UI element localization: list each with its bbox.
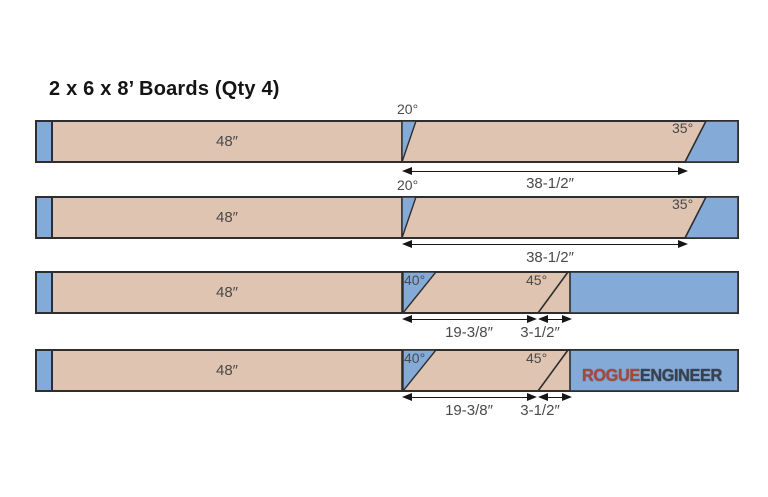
board-2-kerf-triangle-20deg <box>401 196 417 239</box>
arrowhead-left-icon <box>538 315 548 323</box>
board-4-45deg-cut-line <box>537 349 569 392</box>
board-1-end-angle-label: 35° <box>672 120 694 136</box>
board-4-kerf-angle-label: 40° <box>404 350 426 366</box>
board-2-end-angle-label: 35° <box>672 196 694 212</box>
board-2-graphic <box>35 196 739 239</box>
board-1-graphic <box>35 120 739 163</box>
board-3-end-angle-label: 45° <box>526 272 548 288</box>
board-3-dim-label-1: 19-3/8″ <box>445 324 493 341</box>
dimension-line <box>409 396 530 399</box>
board-2-kerf-angle-label: 20° <box>397 177 419 193</box>
board-1-kerf-angle-label: 20° <box>397 101 419 117</box>
dimension-line <box>409 318 530 321</box>
board-3-graphic <box>35 271 739 314</box>
board-3-length-label: 48″ <box>216 284 238 301</box>
board-4-kerf-triangle-40deg <box>402 349 438 392</box>
board-3-dim-arrow-1 <box>402 315 537 324</box>
arrowhead-right-icon <box>527 315 537 323</box>
board-4-dim-label-2: 3-1/2″ <box>520 402 560 419</box>
board-3-kerf-angle-label: 40° <box>404 272 426 288</box>
arrowhead-right-icon <box>678 240 688 248</box>
logo-text-rogue: ROGUE <box>582 365 640 385</box>
dimension-line <box>409 243 681 246</box>
dimension-line <box>545 396 565 399</box>
logo-text-engineer: ENGINEER <box>639 365 722 385</box>
board-3-45deg-cut-line <box>537 271 569 314</box>
board-3-right-waste <box>569 271 739 314</box>
arrowhead-left-icon <box>402 240 412 248</box>
board-4-graphic <box>35 349 739 392</box>
board-1-dim-label: 38-1/2″ <box>526 175 574 192</box>
dimension-line <box>545 318 565 321</box>
board-2-left-waste-strip <box>35 196 53 239</box>
board-4-dim-label-1: 19-3/8″ <box>445 402 493 419</box>
dimension-line <box>409 170 681 173</box>
board-2-dim-arrow <box>402 240 688 249</box>
arrowhead-left-icon <box>402 393 412 401</box>
board-2-dim-label: 38-1/2″ <box>526 249 574 266</box>
page-title: 2 x 6 x 8’ Boards (Qty 4) <box>49 78 280 100</box>
arrowhead-right-icon <box>562 315 572 323</box>
board-4-end-angle-label: 45° <box>526 350 548 366</box>
arrowhead-left-icon <box>402 315 412 323</box>
arrowhead-left-icon <box>538 393 548 401</box>
arrowhead-left-icon <box>402 167 412 175</box>
board-1-kerf-triangle-20deg <box>401 120 417 163</box>
board-2-length-label: 48″ <box>216 209 238 226</box>
board-3-dim-arrow-2 <box>538 315 572 324</box>
board-1-length-label: 48″ <box>216 133 238 150</box>
board-3-dim-label-2: 3-1/2″ <box>520 324 560 341</box>
board-4-right-waste <box>569 349 739 392</box>
board-4-left-waste-strip <box>35 349 53 392</box>
board-1-dim-arrow <box>402 167 688 176</box>
board-4-dim-arrow-2 <box>538 393 572 402</box>
board-1-offcut-35deg <box>683 120 739 163</box>
board-4-dim-arrow-1 <box>402 393 537 402</box>
arrowhead-right-icon <box>678 167 688 175</box>
board-2-offcut-35deg <box>683 196 739 239</box>
board-3-kerf-triangle-40deg <box>402 271 438 314</box>
board-3-left-waste-strip <box>35 271 53 314</box>
board-1-left-waste-strip <box>35 120 53 163</box>
arrowhead-right-icon <box>527 393 537 401</box>
arrowhead-right-icon <box>562 393 572 401</box>
board-4-length-label: 48″ <box>216 362 238 379</box>
